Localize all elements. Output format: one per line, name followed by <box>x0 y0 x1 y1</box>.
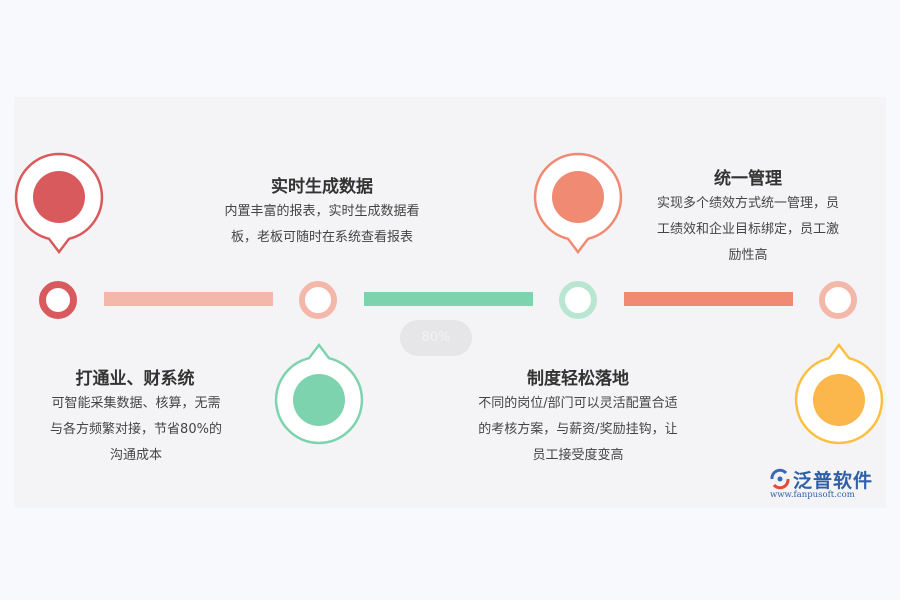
fanpusoft-logo: 泛普软件 www.fanpusoft.com <box>769 466 881 500</box>
step-2-description: 内置丰富的报表，实时生成数据看 板，老板可随时在系统查看报表 <box>224 204 420 245</box>
logo-name: 泛普软件 <box>793 470 874 492</box>
timeline-node-3 <box>559 281 597 319</box>
step-2-title: 实时生成数据 <box>271 177 373 197</box>
timeline-bar-3 <box>624 292 793 306</box>
timeline-node-4 <box>819 281 857 319</box>
timeline-bar-2 <box>364 292 533 306</box>
step-1-description: 可智能采集数据、核算，无需 与各方频繁对接，节省80%的 沟通成本 <box>50 396 222 463</box>
timeline-bar-1 <box>104 292 273 306</box>
step-4-title: 统一管理 <box>714 169 782 189</box>
step-3-title: 制度轻松落地 <box>527 369 629 389</box>
red-location-pin-icon <box>14 152 104 254</box>
orange-location-pin-icon <box>533 152 623 254</box>
logo-url: www.fanpusoft.com <box>770 490 855 500</box>
green-location-pin-icon <box>274 343 364 445</box>
step-3-description: 不同的岗位/部门可以灵活配置合适 的考核方案，与薪资/奖励挂钩，让 员工接受度变… <box>478 396 678 463</box>
timeline-node-2 <box>299 281 337 319</box>
step-4-description: 实现多个绩效方式统一管理，员 工绩效和企业目标绑定，员工激 励性高 <box>656 196 839 263</box>
yellow-location-pin-icon <box>794 343 884 445</box>
progress-badge: 80% <box>400 320 472 356</box>
fanpu-logo-icon <box>770 468 790 490</box>
timeline-node-1 <box>39 281 77 319</box>
step-1-title: 打通业、财系统 <box>75 369 195 389</box>
